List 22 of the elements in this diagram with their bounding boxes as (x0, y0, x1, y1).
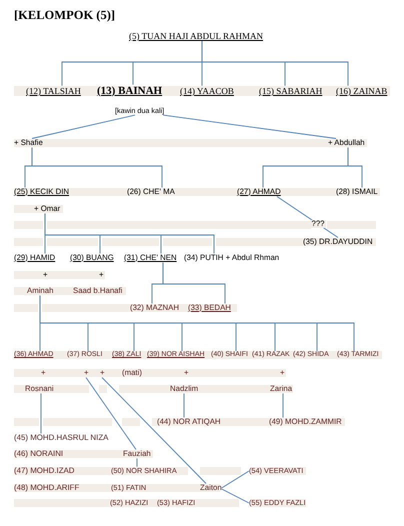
connector-line (162, 262, 226, 304)
connector-line (32, 114, 136, 139)
connector-line (202, 40, 348, 86)
connector-line (136, 458, 138, 468)
person-name: (15) SABARIAH (259, 86, 322, 96)
connector-line (282, 393, 284, 418)
connector-line (162, 114, 336, 139)
connector-line (348, 147, 362, 188)
person-name: (12) TALSIAH (26, 86, 81, 96)
connector-line (102, 377, 206, 484)
connector-line (32, 147, 162, 188)
person-name: (16) ZAINAB (336, 86, 388, 96)
person-name: (13) BAINAH (97, 84, 162, 98)
heading: [KELOMPOK (5)] (14, 8, 116, 22)
person-name: (5) TUAN HAJI ABDUL RAHMAN (129, 30, 263, 42)
person-name: (14) YAACOB (180, 86, 234, 96)
connector-line (221, 470, 250, 488)
connector-line (276, 196, 338, 238)
connector-line (44, 213, 214, 254)
connector-line (221, 488, 250, 504)
connector-line (86, 377, 136, 450)
connector-line (40, 393, 42, 434)
